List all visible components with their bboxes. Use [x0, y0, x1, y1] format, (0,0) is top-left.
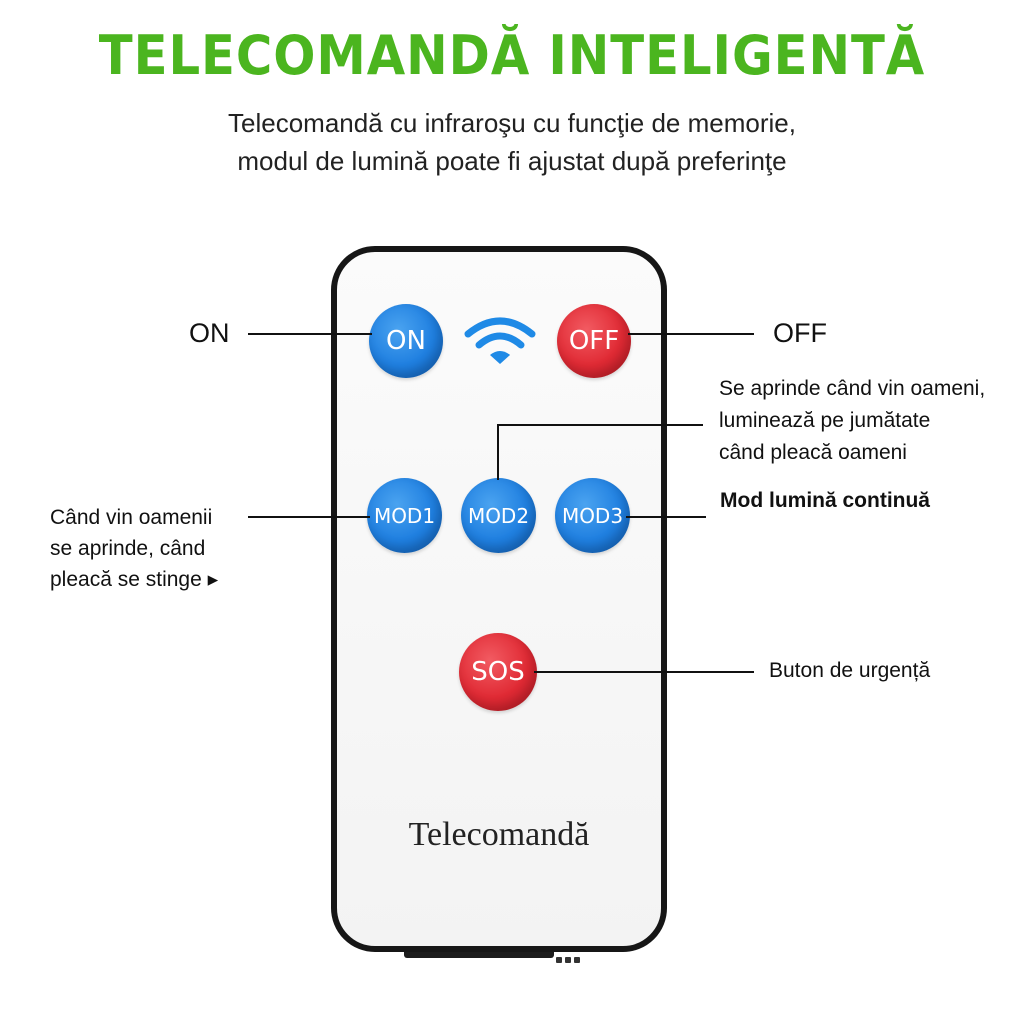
mod1-button[interactable]: MOD1: [367, 478, 442, 553]
page-title: TELECOMANDĂ INTELIGENTĂ: [98, 24, 926, 87]
callout-line-sos: [534, 671, 754, 673]
mod2-button-label: MOD2: [467, 503, 530, 528]
off-button-label: OFF: [568, 326, 620, 356]
remote-bottom-edge: [404, 948, 554, 958]
subtitle-line-1: Telecomandă cu infraroşu cu funcţie de m…: [228, 108, 796, 138]
mod3-button-label: MOD3: [561, 503, 624, 528]
callout-line-off: [628, 333, 754, 335]
callout-line-mod3: [626, 516, 706, 518]
callout-mod1-line-1: Când vin oamenii: [50, 506, 213, 529]
on-button-label: ON: [386, 326, 426, 356]
callout-mod2-line-1: Se aprinde când vin oameni,: [719, 377, 986, 400]
callout-line-mod2-vertical: [497, 424, 499, 480]
callout-line-mod2-horizontal: [497, 424, 703, 426]
callout-mod2-line-3: când pleacă oameni: [719, 441, 907, 464]
callout-line-mod1: [248, 516, 370, 518]
off-button[interactable]: OFF: [557, 304, 631, 378]
mod1-button-label: MOD1: [373, 503, 436, 528]
subtitle-line-2: modul de lumină poate fi ajustat după pr…: [237, 146, 787, 176]
callout-mod1-line-2: se aprinde, când: [50, 537, 206, 560]
callout-sos: Buton de urgență: [769, 659, 931, 682]
on-button[interactable]: ON: [369, 304, 443, 378]
wifi-signal-icon: [464, 317, 536, 364]
mod2-button[interactable]: MOD2: [461, 478, 536, 553]
callout-off: OFF: [773, 318, 827, 348]
remote-bottom-vents: [556, 950, 588, 963]
mod3-button[interactable]: MOD3: [555, 478, 630, 553]
sos-button[interactable]: SOS: [459, 633, 537, 711]
callout-line-on: [248, 333, 372, 335]
page-subtitle: Telecomandă cu infraroşu cu funcţie de m…: [0, 104, 1024, 180]
callout-mod2: Se aprinde când vin oameni, luminează pe…: [719, 373, 985, 469]
callout-mod1: Când vin oamenii se aprinde, când pleacă…: [50, 502, 218, 595]
callout-mod3: Mod lumină continuă: [720, 489, 930, 512]
callout-on: ON: [189, 318, 230, 348]
remote-brand-label: Telecomandă: [408, 816, 590, 853]
callout-mod2-line-2: luminează pe jumătate: [719, 409, 931, 432]
callout-mod1-line-3: pleacă se stinge ▸: [50, 568, 219, 591]
sos-button-label: SOS: [471, 657, 525, 687]
